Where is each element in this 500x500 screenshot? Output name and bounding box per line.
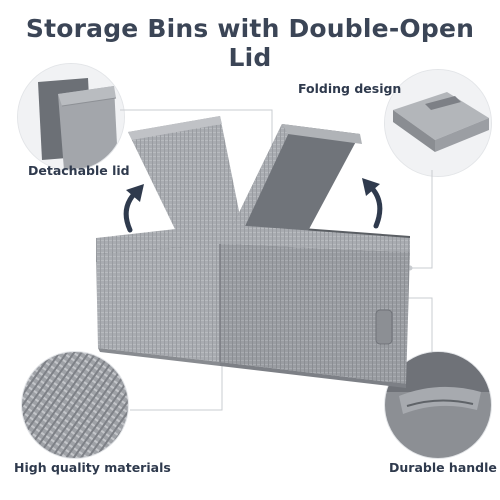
- fabric-texture-detail-image: [22, 352, 128, 458]
- label-durable-handle: Durable handle: [389, 460, 497, 475]
- label-detachable-lid: Detachable lid: [28, 163, 130, 178]
- label-high-quality-materials: High quality materials: [14, 460, 171, 475]
- page-title: Storage Bins with Double-Open Lid: [25, 14, 475, 72]
- folding-design-detail-image: [385, 70, 491, 176]
- curved-arrow-left-icon: [123, 184, 144, 233]
- curved-arrow-right-icon: [362, 178, 383, 229]
- label-folding-design: Folding design: [298, 81, 402, 96]
- detachable-lid-detail-image: [18, 64, 124, 170]
